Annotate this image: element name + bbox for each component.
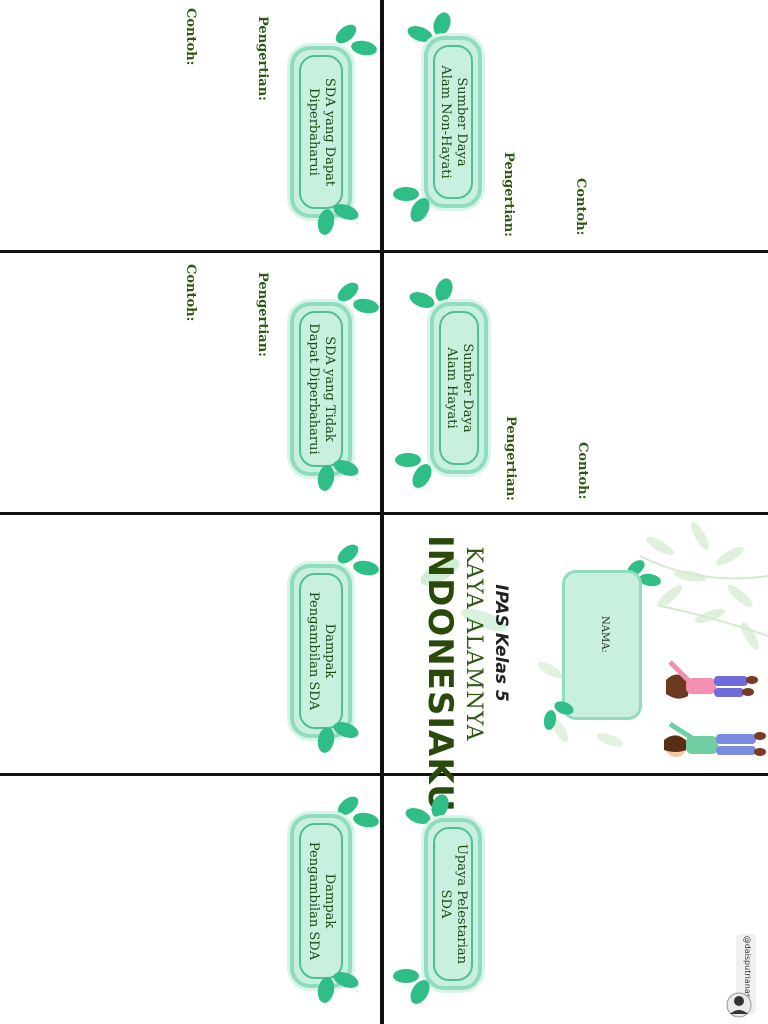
title-card: Sumber Daya Alam Non-Hayati <box>424 36 482 208</box>
field-contoh: Contoh: <box>183 8 198 66</box>
branch-icon <box>639 521 768 651</box>
children-illustration <box>664 660 766 757</box>
name-card[interactable]: NAMA: <box>562 570 642 720</box>
title-card: Dampak Pengambilan SDA <box>290 814 352 988</box>
leaf-icon <box>395 453 432 488</box>
leaf-icon <box>405 794 449 824</box>
name-label: NAMA: <box>599 616 610 653</box>
card-title-line2: Diperbaharui <box>306 88 321 176</box>
title-card: Sumber Daya Alam Hayati <box>430 302 488 474</box>
card-title-line2: Dapat Diperbaharui <box>306 323 321 455</box>
cover-subtitle: KAYA ALAMNYA <box>461 546 486 742</box>
card-title-line1: Sumber Daya <box>454 77 469 167</box>
avatar-icon <box>726 992 752 1018</box>
leaf-icon <box>317 722 359 753</box>
field-pengertian: Pengertian: <box>501 152 516 237</box>
title-card: SDA yang Dapat Diperbaharui <box>290 46 352 218</box>
fold-line-2 <box>0 512 768 515</box>
field-pengertian: Pengertian: <box>255 272 270 357</box>
field-contoh: Contoh: <box>573 178 588 236</box>
title-card: Dampak Pengambilan SDA <box>290 564 352 738</box>
card-title-line1: SDA yang Dapat <box>322 77 337 187</box>
cover-title: INDONESIAKU <box>420 535 460 813</box>
fold-line-1 <box>0 250 768 253</box>
card-title-line2: Pengambilan SDA <box>306 841 321 961</box>
leaf-icon <box>317 972 359 1003</box>
field-pengertian: Pengertian: <box>503 416 518 501</box>
field-contoh: Contoh: <box>575 442 590 500</box>
card-title-line1: SDA yang Tidak <box>322 336 337 442</box>
card-title-line2: SDA <box>438 889 453 919</box>
card-title-line2: Pengambilan SDA <box>306 591 321 711</box>
leaf-icon <box>409 278 453 308</box>
leaf-icon <box>393 969 430 1004</box>
card-title-line1: Upaya Pelestarian <box>454 843 469 965</box>
leaf-icon <box>317 460 359 491</box>
card-title-line1: Dampak <box>322 873 337 929</box>
leaf-icon <box>393 187 430 222</box>
card-title-line1: Dampak <box>322 623 337 679</box>
leaf-icon <box>337 282 379 314</box>
title-card: Upaya Pelestarian SDA <box>424 818 482 990</box>
leaf-icon <box>337 544 379 576</box>
leaf-icon <box>317 204 359 235</box>
card-title-line2: Alam Hayati <box>444 347 459 429</box>
leaf-icon <box>337 796 379 828</box>
card-title-line2: Alam Non-Hayati <box>438 65 453 179</box>
cover-class: IPAS Kelas 5 <box>491 584 511 702</box>
leaf-icon <box>335 24 377 56</box>
card-title-line1: Sumber Daya <box>460 343 475 433</box>
fold-line-3 <box>0 773 768 776</box>
field-contoh: Contoh: <box>183 264 198 322</box>
leaf-icon <box>407 12 451 42</box>
field-pengertian: Pengertian: <box>255 16 270 101</box>
title-card: SDA yang Tidak Dapat Diperbaharui <box>290 302 352 476</box>
leaf-icon <box>543 701 574 730</box>
leaf-icon <box>420 558 460 586</box>
leaf-icon <box>461 608 507 632</box>
